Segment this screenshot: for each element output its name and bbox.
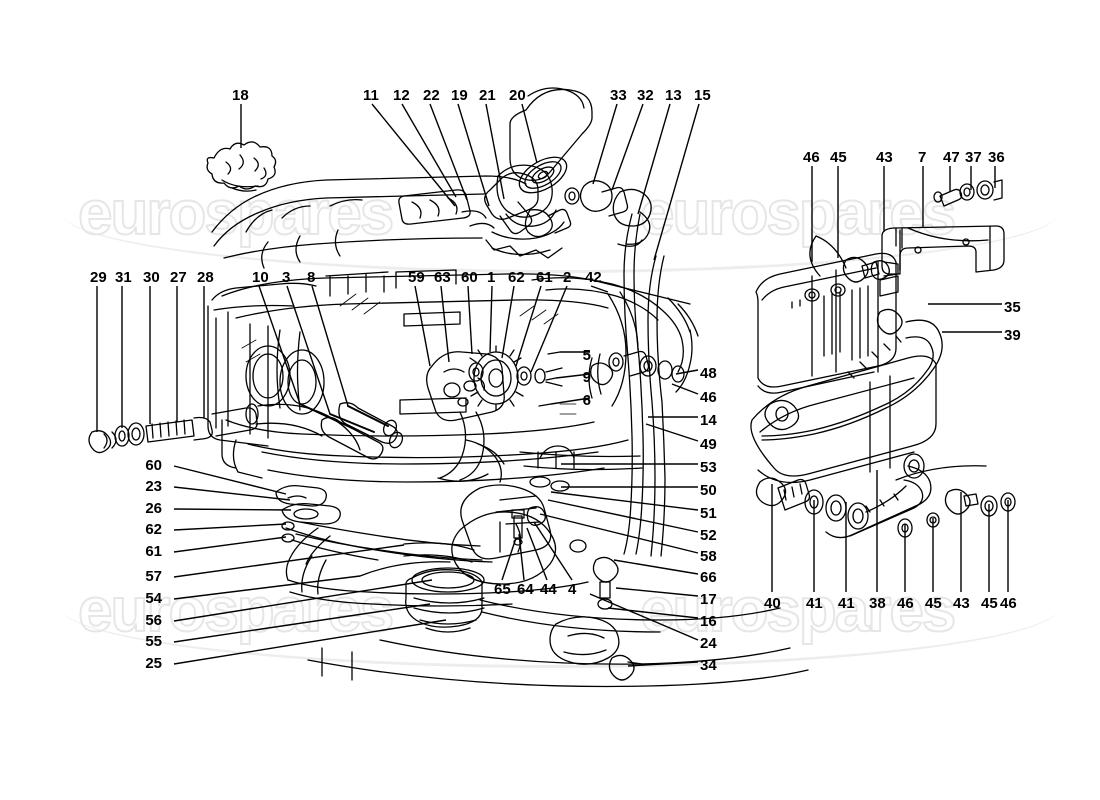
callout-number-7[interactable]: 7 [918,149,927,166]
callout-number-45[interactable]: 45 [981,595,998,612]
callout-number-66[interactable]: 66 [700,569,717,586]
callout-number-18[interactable]: 18 [232,87,249,104]
callout-number-48[interactable]: 48 [700,365,717,382]
oil-pickup-strainer-part [405,567,485,633]
callout-number-50[interactable]: 50 [700,482,717,499]
callout-number-43[interactable]: 43 [953,595,970,612]
lower-right-fittings-part [549,539,643,681]
oil-pipe-union-parts [755,477,907,530]
callout-number-6[interactable]: 6 [582,392,591,409]
callout-number-41[interactable]: 41 [806,595,823,612]
callout-number-16[interactable]: 16 [700,613,717,630]
callout-number-33[interactable]: 33 [610,87,627,104]
oil-pump-drive-gear-part [468,345,563,411]
callout-number-62[interactable]: 62 [508,269,525,286]
callout-number-36[interactable]: 36 [988,149,1005,166]
callout-number-46[interactable]: 46 [1000,595,1017,612]
callout-number-11[interactable]: 11 [363,87,379,104]
callout-number-42[interactable]: 42 [585,269,602,286]
oil-cooler-hose-part [761,319,943,539]
callout-number-54[interactable]: 54 [145,590,162,607]
cooler-fastener-parts-top [933,179,1003,207]
callout-number-46[interactable]: 46 [803,149,820,166]
callout-number-38[interactable]: 38 [869,595,886,612]
callout-number-23[interactable]: 23 [145,478,162,495]
callout-number-13[interactable]: 13 [665,87,682,104]
callout-number-8[interactable]: 8 [307,269,316,286]
callout-number-35[interactable]: 35 [1004,299,1021,316]
callout-number-43[interactable]: 43 [876,149,893,166]
callout-number-61[interactable]: 61 [536,269,553,286]
callout-number-12[interactable]: 12 [393,87,410,104]
callout-number-9[interactable]: 9 [582,369,591,386]
callout-number-26[interactable]: 26 [145,500,162,517]
callout-number-32[interactable]: 32 [637,87,654,104]
callout-number-40[interactable]: 40 [764,595,781,612]
oil-cooler-bracket-part [881,225,1005,275]
callout-number-27[interactable]: 27 [170,269,187,286]
callout-number-59[interactable]: 59 [408,269,425,286]
callout-number-51[interactable]: 51 [700,505,717,522]
callout-number-2[interactable]: 2 [563,269,572,286]
cooler-fastener-parts-bottom [895,465,1016,538]
callout-number-29[interactable]: 29 [90,269,107,286]
callout-number-53[interactable]: 53 [700,459,717,476]
callout-number-60[interactable]: 60 [145,457,162,474]
callout-number-45[interactable]: 45 [925,595,942,612]
callout-number-30[interactable]: 30 [143,269,160,286]
callout-number-56[interactable]: 56 [145,612,162,629]
callout-number-22[interactable]: 22 [423,87,440,104]
callout-number-52[interactable]: 52 [700,527,717,544]
callout-number-20[interactable]: 20 [509,87,526,104]
callout-number-64[interactable]: 64 [517,581,534,598]
oil-filler-cap-part [206,141,277,192]
callout-number-65[interactable]: 65 [494,581,511,598]
callout-number-62[interactable]: 62 [145,521,162,538]
callout-number-31[interactable]: 31 [115,269,132,286]
oil-gallery-fittings-part [538,350,685,407]
callout-number-1[interactable]: 1 [487,269,496,286]
callout-number-28[interactable]: 28 [197,269,214,286]
callout-number-25[interactable]: 25 [145,655,162,672]
callout-number-49[interactable]: 49 [700,436,717,453]
callout-number-15[interactable]: 15 [694,87,711,104]
callout-number-46[interactable]: 46 [700,389,717,406]
oil-pressure-sender-part [564,180,652,247]
callout-number-39[interactable]: 39 [1004,327,1021,344]
callout-number-46[interactable]: 46 [897,595,914,612]
oil-filter-cartridge-part [509,87,593,194]
oil-tube-assembly-left-part [88,403,361,454]
callout-number-41[interactable]: 41 [838,595,855,612]
callout-number-57[interactable]: 57 [145,568,162,585]
callout-number-47[interactable]: 47 [943,149,960,166]
callout-number-19[interactable]: 19 [451,87,468,104]
callout-number-3[interactable]: 3 [282,269,291,286]
callout-number-61[interactable]: 61 [145,543,162,560]
callout-number-17[interactable]: 17 [700,591,717,608]
callout-number-4[interactable]: 4 [568,581,577,598]
oil-cooler-part [750,227,937,484]
callout-number-60[interactable]: 60 [461,269,478,286]
oil-pump-assembly-part [426,351,505,483]
oil-feed-pipe-part [623,213,666,557]
callout-number-34[interactable]: 34 [700,657,717,674]
callout-number-21[interactable]: 21 [479,87,496,104]
callout-number-37[interactable]: 37 [965,149,982,166]
callout-number-55[interactable]: 55 [145,633,162,650]
callout-number-5[interactable]: 5 [582,347,591,364]
callout-number-24[interactable]: 24 [700,635,717,652]
callout-number-10[interactable]: 10 [252,269,269,286]
callout-number-63[interactable]: 63 [434,269,451,286]
callout-number-14[interactable]: 14 [700,412,717,429]
callout-number-45[interactable]: 45 [830,149,847,166]
callout-number-58[interactable]: 58 [700,548,717,565]
callout-number-44[interactable]: 44 [540,581,557,598]
